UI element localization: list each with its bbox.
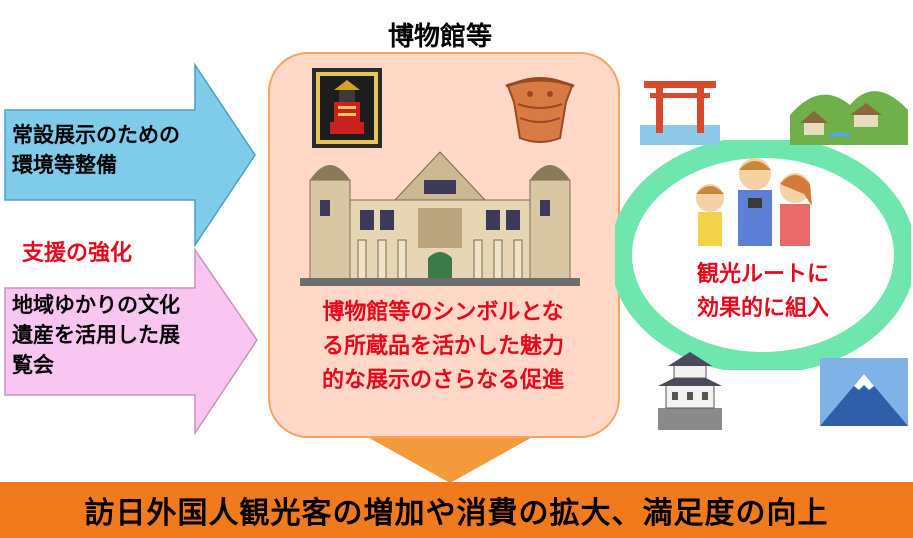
arrow-exhibition-line-2: 遺産を活用した展 xyxy=(12,323,180,347)
village-picture xyxy=(790,91,908,145)
samurai-armor-picture xyxy=(312,68,382,148)
tourist-route-ring xyxy=(615,140,911,370)
castle-picture xyxy=(658,352,722,430)
torii-gate-picture xyxy=(640,81,720,145)
tourist-route-line-1: 観光ルートに xyxy=(696,262,829,287)
arrow-environment-text: 常設展示のための 環境等整備 xyxy=(12,120,180,180)
tourists-picture xyxy=(696,158,812,246)
museum-building-picture xyxy=(300,151,580,286)
arrow-exhibition-line-3: 覧会 xyxy=(12,353,54,377)
museum-description-line-2: る所蔵品を活かした魅力 xyxy=(321,334,564,359)
clay-pot-picture xyxy=(505,77,575,143)
support-strengthening-label: 支援の強化 xyxy=(22,241,133,266)
arrow-environment-line-2: 環境等整備 xyxy=(12,153,117,177)
diagram-title: 博物館等 xyxy=(387,22,492,52)
tourist-route-line-2: 効果的に組入 xyxy=(696,296,829,321)
museum-description: 博物館等のシンボルとな る所蔵品を活かした魅力 的な展示のさらなる促進 xyxy=(276,296,610,398)
arrow-exhibition-text: 地域ゆかりの文化 遺産を活用した展 覧会 xyxy=(12,290,180,380)
support-arrow-environment xyxy=(4,62,256,248)
result-banner: 訪日外国人観光客の増加や消費の拡大、満足度の向上 xyxy=(0,482,913,538)
museum-description-line-3: 的な展示のさらなる促進 xyxy=(321,368,564,393)
mount-fuji-picture xyxy=(820,358,908,426)
museum-description-line-1: 博物館等のシンボルとな xyxy=(322,300,564,325)
arrow-exhibition-line-1: 地域ゆかりの文化 xyxy=(12,293,180,317)
support-arrow-exhibition xyxy=(4,247,258,436)
tourist-route-text: 観光ルートに 効果的に組入 xyxy=(668,258,858,326)
arrow-environment-line-1: 常設展示のための xyxy=(12,123,180,147)
